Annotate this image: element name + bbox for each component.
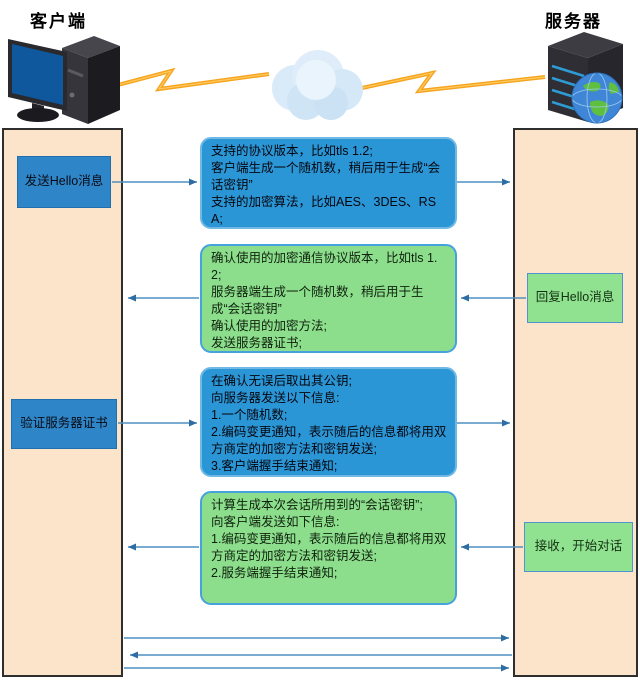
server-action-reply-hello: 回复Hello消息 — [527, 273, 623, 323]
client-action-verify-certificate: 验证服务器证书 — [11, 399, 117, 449]
message-server-finished: 计算生成本次会话所用到的“会话密钥”;向客户端发送如下信息:1.编码变更通知，表… — [200, 491, 457, 605]
lightning-bolt-left-icon — [113, 67, 270, 92]
client-computer-icon — [8, 36, 120, 124]
server-title: 服务器 — [545, 12, 602, 31]
globe-icon — [571, 72, 623, 124]
server-action-receive-start-dialog: 接收，开始对话 — [524, 522, 633, 572]
server-icon — [548, 32, 623, 124]
message-client-key-exchange: 在确认无误后取出其公钥;向服务器发送以下信息:1.一个随机数;2.编码变更通知，… — [200, 367, 457, 477]
client-action-send-hello: 发送Hello消息 — [17, 156, 111, 208]
network-cloud-icon — [272, 50, 363, 120]
message-server-hello: 确认使用的加密通信协议版本，比如tls 1.2;服务器端生成一个随机数，稍后用于… — [200, 244, 457, 353]
client-title: 客户端 — [30, 12, 87, 31]
lightning-bolt-right-icon — [361, 69, 546, 94]
server-lifeline — [513, 128, 638, 677]
message-client-hello: 支持的协议版本，比如tls 1.2;客户端生成一个随机数，稍后用于生成“会话密钥… — [200, 137, 457, 229]
